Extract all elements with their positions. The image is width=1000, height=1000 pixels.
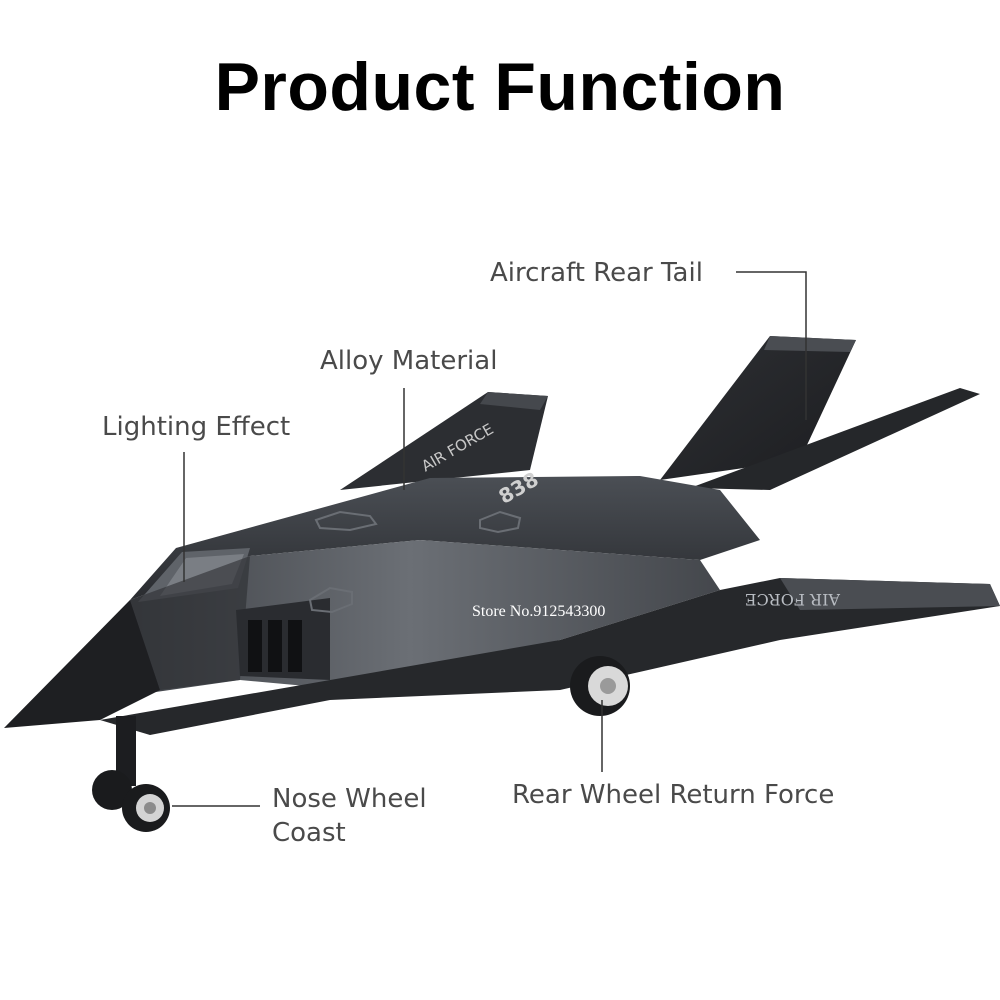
page-title: Product Function <box>214 49 786 125</box>
nose-gear-strut <box>116 716 136 786</box>
callout-rear-tail: Aircraft Rear Tail <box>490 258 703 288</box>
rear-tail-fin-left <box>660 336 856 480</box>
callout-lighting-effect: Lighting Effect <box>102 412 291 442</box>
left-wing <box>340 392 548 490</box>
nose-wheel <box>92 770 132 810</box>
right-wing <box>100 578 1000 735</box>
callout-alloy-material: Alloy Material <box>320 346 498 376</box>
fuselage-top <box>130 476 760 600</box>
wing-marking: AIR FORCE <box>745 590 841 609</box>
callout-nose-wheel-line1: Nose Wheel <box>272 784 427 814</box>
store-watermark: Store No.912543300 <box>472 603 606 620</box>
callout-nose-wheel: Nose Wheel Coast <box>272 782 427 850</box>
rear-tail-fin-right <box>690 388 980 490</box>
callout-rear-wheel: Rear Wheel Return Force <box>512 780 835 810</box>
callout-nose-wheel-line2: Coast <box>272 818 346 848</box>
nose-cone <box>4 600 160 728</box>
leader-lines <box>172 271 807 807</box>
